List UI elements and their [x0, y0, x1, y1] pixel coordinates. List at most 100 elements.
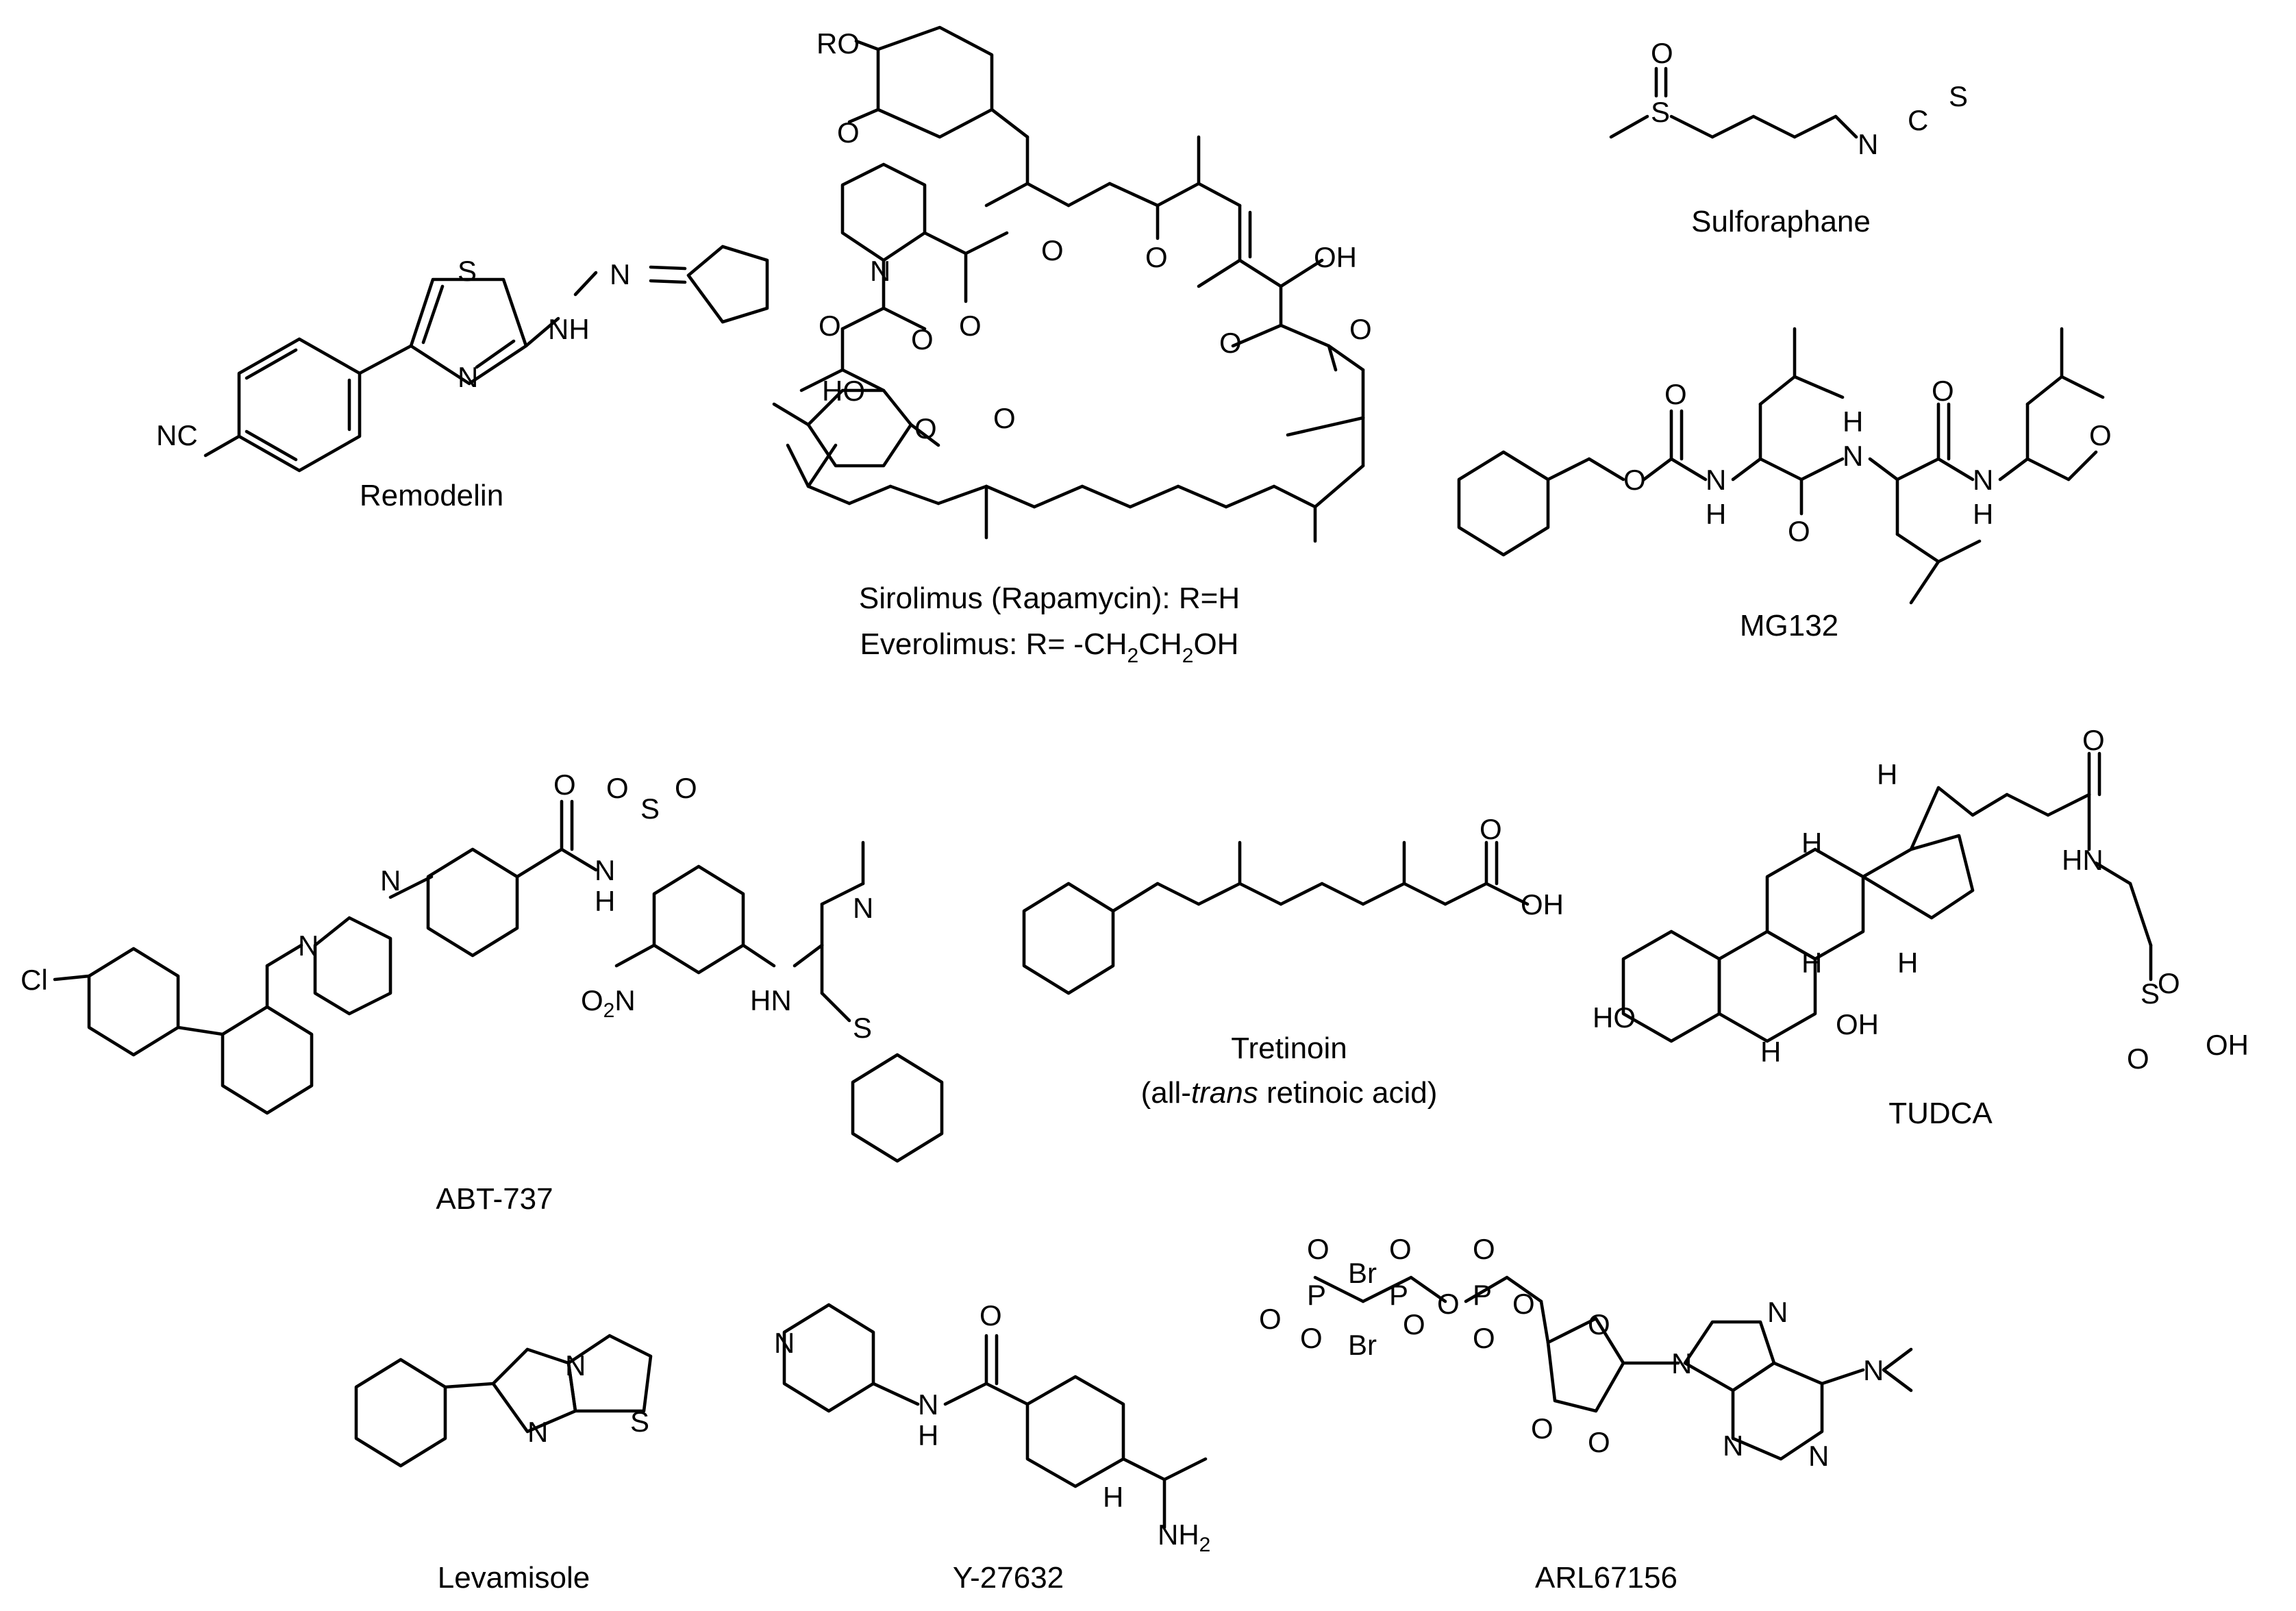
- tudca-atom-o3: O: [2127, 1042, 2149, 1075]
- bond: [53, 974, 91, 982]
- bond: [936, 484, 988, 505]
- bond: [1505, 1275, 1543, 1303]
- rapamycin-atom-o-methoxy3: O: [1219, 327, 1242, 359]
- rapamycin-atom-n: N: [870, 255, 890, 287]
- bond: [649, 265, 687, 271]
- rapamycin-atom-oh: OH: [1314, 241, 1357, 273]
- abt737-chlorophenyl-ring: [87, 947, 180, 1057]
- arl67156-atom-o5: O: [1512, 1288, 1535, 1320]
- tudca-ring-b: [1717, 929, 1817, 1043]
- bond: [1793, 375, 1845, 399]
- bond: [806, 484, 851, 505]
- remodelin-benzene-ring: [237, 337, 362, 473]
- bond: [1327, 344, 1365, 372]
- mg132-atom-n3: N: [1973, 464, 1993, 496]
- mg132-benzene-ring: [1457, 450, 1550, 557]
- arl67156-atom-o2: O: [1389, 1233, 1412, 1265]
- bond: [1361, 1275, 1413, 1303]
- mg132-structure: O O N H O N H O N H O MG132: [1457, 327, 2112, 642]
- sulforaphane-atom-c: C: [1908, 104, 1928, 136]
- remodelin-cyclopentane-ring: [686, 245, 769, 324]
- y27632-atom-nh: N: [918, 1388, 938, 1421]
- tudca-atom-h3: H: [1801, 947, 1822, 979]
- y27632-structure: N O N H H NH2 Y-27632: [774, 1299, 1210, 1595]
- bond: [2067, 450, 2098, 482]
- bond: [649, 279, 687, 284]
- tudca-caption: TUDCA: [1888, 1097, 1993, 1130]
- bond: [2025, 375, 2064, 406]
- bond: [1111, 882, 1160, 913]
- arl67156-pyrimidine-ring: [1731, 1361, 1824, 1461]
- rapamycin-atom-ho: HO: [822, 375, 865, 407]
- tudca-atom-hn: HN: [2062, 844, 2104, 876]
- bond: [1128, 484, 1180, 509]
- bond: [1758, 457, 1804, 482]
- bond: [573, 271, 598, 297]
- bond: [1320, 882, 1365, 906]
- rapamycin-cyclohexane-ring: [876, 25, 994, 139]
- bond: [1156, 182, 1201, 208]
- rapamycin-atom-o-ester: O: [1041, 234, 1064, 266]
- arl67156-caption: ARL67156: [1535, 1561, 1677, 1595]
- abt737-benzamide-ring: [426, 847, 519, 958]
- tudca-ring-a: [1621, 929, 1721, 1043]
- bond: [1882, 1347, 1913, 1372]
- abt737-caption: ABT-737: [436, 1182, 553, 1216]
- bond: [799, 368, 845, 392]
- tudca-atom-h5: H: [1760, 1036, 1781, 1068]
- bond: [1936, 786, 1975, 817]
- atom-label: NH: [1158, 1519, 1199, 1551]
- bond: [1587, 457, 1625, 482]
- bond: [1409, 1275, 1447, 1303]
- arl67156-atom-om4: O: [1473, 1322, 1495, 1354]
- abt737-atom-s2: S: [853, 1012, 872, 1044]
- atom-label: O: [581, 984, 603, 1016]
- mg132-atom-h1: H: [1706, 498, 1726, 530]
- mg132-atom-n2: N: [1843, 440, 1863, 472]
- tudca-atom-oh2: OH: [2206, 1029, 2249, 1061]
- remodelin-atom-n: N: [458, 361, 478, 393]
- bond: [923, 231, 968, 255]
- bond: [1820, 1368, 1865, 1386]
- bond: [882, 306, 927, 331]
- bond: [1971, 792, 2009, 817]
- bond: [1882, 1368, 1913, 1393]
- bond: [1279, 323, 1331, 348]
- bond: [1121, 1457, 1166, 1482]
- remodelin-caption: Remodelin: [360, 479, 503, 512]
- bond: [245, 348, 298, 380]
- tudca-structure: H H H H H HO OH O HN S O O OH TUDCA: [1593, 724, 2249, 1130]
- rapamycin-atom-o-amide1: O: [819, 310, 841, 342]
- bond: [1895, 457, 1941, 482]
- bond: [964, 231, 1009, 255]
- abt737-atom-cl: Cl: [21, 964, 48, 996]
- arl67156-atom-o-ring: O: [1588, 1308, 1610, 1340]
- rapamycin-atom-o-methoxy1: O: [837, 116, 860, 149]
- bond: [2005, 792, 2050, 817]
- abt737-phenylthio-ring: [851, 1053, 944, 1163]
- arl67156-atom-o1: O: [1307, 1233, 1330, 1265]
- bond: [2128, 882, 2153, 947]
- y27632-cyclohexane-ring: [1025, 1375, 1125, 1488]
- y27632-atom-o: O: [979, 1299, 1002, 1332]
- bond: [388, 875, 434, 899]
- bond: [2025, 457, 2071, 482]
- y27632-atom-h2: H: [1103, 1481, 1123, 1513]
- bond: [1313, 464, 1365, 509]
- abt737-atom-n1: N: [298, 929, 319, 962]
- y27632-atom-n: N: [774, 1327, 795, 1359]
- tretinoin-caption-line2: (all-trans retinoic acid): [1141, 1076, 1438, 1110]
- arl67156-atom-om6: O: [1588, 1426, 1610, 1458]
- abt737-atom-o2n: O2N: [581, 984, 636, 1022]
- sulforaphane-structure: O S N C S Sulforaphane: [1609, 37, 1968, 238]
- bond: [984, 182, 1030, 208]
- arl67156-atom-n2: N: [1767, 1296, 1788, 1328]
- bond: [1197, 882, 1242, 906]
- bond: [786, 443, 810, 488]
- caption-text: Everolimus: R= -CH: [860, 627, 1127, 661]
- remodelin-structure: NC S N NH N Remodelin: [156, 245, 769, 512]
- bond: [524, 316, 560, 348]
- bond: [1108, 182, 1160, 208]
- bond: [1313, 1275, 1365, 1303]
